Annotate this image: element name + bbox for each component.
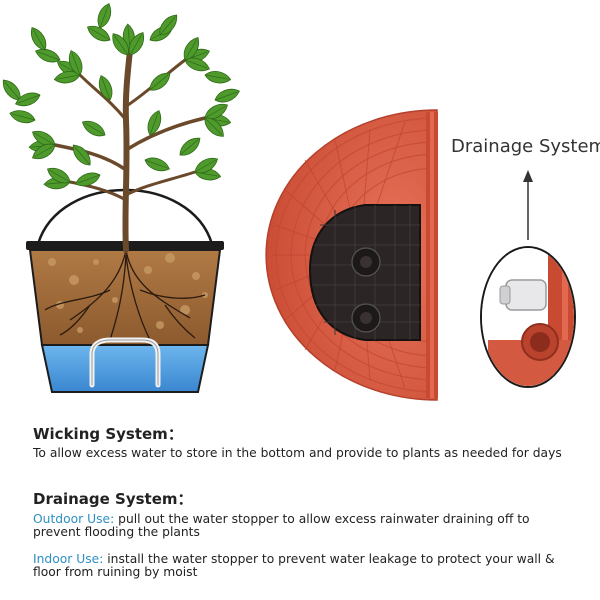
wicking-description: To allow excess water to store in the bo… bbox=[33, 446, 562, 460]
tree-roots bbox=[44, 249, 206, 341]
water-reservoir bbox=[40, 344, 210, 393]
indoor-use-description: install the water stopper to prevent wat… bbox=[33, 552, 555, 579]
indoor-use-text: Indoor Use: install the water stopper to… bbox=[33, 553, 573, 579]
drainage-heading: Drainage System： bbox=[33, 490, 193, 508]
outdoor-use-label: Outdoor Use: bbox=[33, 512, 115, 526]
wicking-heading: Wicking System： bbox=[33, 425, 183, 443]
indoor-use-label: Indoor Use: bbox=[33, 552, 104, 566]
drainage-callout bbox=[480, 170, 576, 388]
drainage-callout-label: Drainage System bbox=[451, 136, 600, 157]
soil-pebbles bbox=[48, 253, 208, 333]
wicking-planter-diagram bbox=[0, 1, 242, 393]
product-illustration bbox=[0, 1, 576, 401]
outdoor-use-text: Outdoor Use: pull out the water stopper … bbox=[33, 513, 573, 539]
tree-leaves bbox=[0, 1, 242, 191]
arrow-head-icon bbox=[523, 170, 533, 182]
outdoor-use-description: pull out the water stopper to allow exce… bbox=[33, 512, 530, 539]
water-stopper-plug bbox=[505, 279, 547, 311]
half-planter-top-view bbox=[265, 109, 438, 401]
